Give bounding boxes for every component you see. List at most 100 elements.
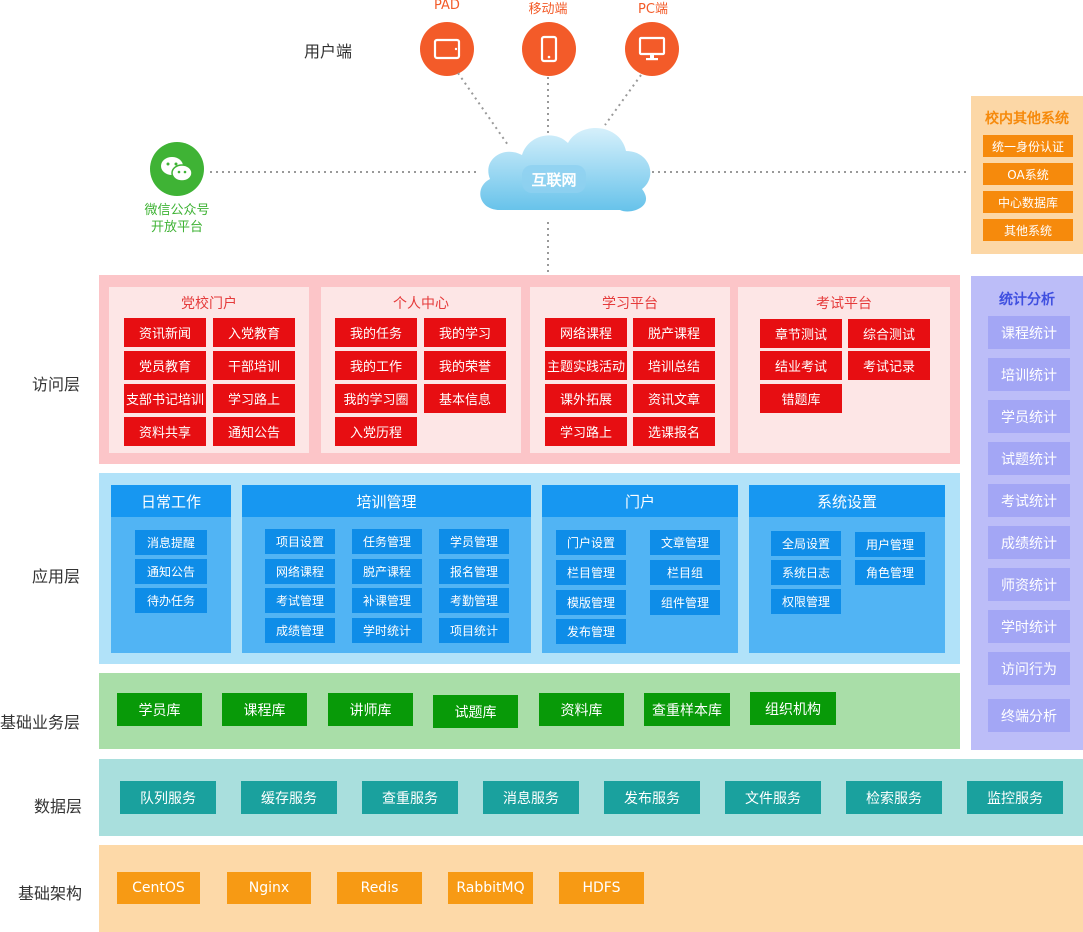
app-item[interactable]: 成绩管理 xyxy=(265,618,335,643)
data-service[interactable]: 缓存服务 xyxy=(241,781,337,814)
stats-item[interactable]: 成绩统计 xyxy=(988,526,1070,559)
access-item[interactable]: 脱产课程 xyxy=(633,318,715,347)
access-item[interactable]: 综合测试 xyxy=(848,319,930,348)
access-item[interactable]: 资料共享 xyxy=(124,417,206,446)
access-item[interactable]: 我的学习圈 xyxy=(335,384,417,413)
stats-item[interactable]: 考试统计 xyxy=(988,484,1070,517)
app-item[interactable]: 消息提醒 xyxy=(135,530,207,555)
school-system-item[interactable]: 统一身份认证 xyxy=(983,135,1073,157)
app-item[interactable]: 考勤管理 xyxy=(439,588,509,613)
infra-item[interactable]: Redis xyxy=(337,872,422,904)
app-item[interactable]: 任务管理 xyxy=(352,529,422,554)
infra-item[interactable]: Nginx xyxy=(227,872,311,904)
access-item[interactable]: 我的任务 xyxy=(335,318,417,347)
access-item[interactable]: 通知公告 xyxy=(213,417,295,446)
access-item[interactable]: 党员教育 xyxy=(124,351,206,380)
business-item[interactable]: 讲师库 xyxy=(328,693,413,726)
infra-item[interactable]: HDFS xyxy=(559,872,644,904)
business-item[interactable]: 组织机构 xyxy=(750,692,836,725)
app-item[interactable]: 模版管理 xyxy=(556,590,626,615)
access-item[interactable]: 网络课程 xyxy=(545,318,627,347)
access-item[interactable]: 主题实践活动 xyxy=(545,351,627,380)
access-item[interactable]: 结业考试 xyxy=(760,351,842,380)
app-card-portal: 门户 门户设置 文章管理 栏目管理 栏目组 模版管理 组件管理 发布管理 xyxy=(542,485,738,653)
access-item[interactable]: 我的学习 xyxy=(424,318,506,347)
stats-item[interactable]: 试题统计 xyxy=(988,442,1070,475)
device-label-pad: PAD xyxy=(434,0,460,13)
school-system-item[interactable]: 其他系统 xyxy=(983,219,1073,241)
access-item[interactable]: 入党教育 xyxy=(213,318,295,347)
device-label-pc: PC端 xyxy=(638,2,668,17)
data-service[interactable]: 检索服务 xyxy=(846,781,942,814)
stats-item[interactable]: 学时统计 xyxy=(988,610,1070,643)
infra-item[interactable]: CentOS xyxy=(117,872,200,904)
infra-item[interactable]: RabbitMQ xyxy=(448,872,533,904)
access-item[interactable]: 考试记录 xyxy=(848,351,930,380)
stats-item[interactable]: 访问行为 xyxy=(988,652,1070,685)
app-item[interactable]: 脱产课程 xyxy=(352,559,422,584)
app-item[interactable]: 学员管理 xyxy=(439,529,509,554)
access-item[interactable]: 章节测试 xyxy=(760,319,842,348)
app-item[interactable]: 文章管理 xyxy=(650,530,720,555)
app-item[interactable]: 通知公告 xyxy=(135,559,207,584)
app-item[interactable]: 考试管理 xyxy=(265,588,335,613)
data-service[interactable]: 队列服务 xyxy=(120,781,216,814)
data-service[interactable]: 消息服务 xyxy=(483,781,579,814)
access-item[interactable]: 入党历程 xyxy=(335,417,417,446)
app-item[interactable]: 网络课程 xyxy=(265,559,335,584)
app-item[interactable]: 项目统计 xyxy=(439,618,509,643)
business-item[interactable]: 资料库 xyxy=(539,693,624,726)
app-item[interactable]: 报名管理 xyxy=(439,559,509,584)
stats-item[interactable]: 课程统计 xyxy=(988,316,1070,349)
school-system-item[interactable]: OA系统 xyxy=(983,163,1073,185)
access-item[interactable]: 学习路上 xyxy=(213,384,295,413)
wechat-icon xyxy=(161,157,193,182)
app-item[interactable]: 用户管理 xyxy=(855,532,925,557)
access-item[interactable]: 干部培训 xyxy=(213,351,295,380)
access-item[interactable]: 学习路上 xyxy=(545,417,627,446)
tablet-icon xyxy=(433,38,461,60)
access-item[interactable]: 选课报名 xyxy=(633,417,715,446)
app-item[interactable]: 系统日志 xyxy=(771,560,841,585)
app-item[interactable]: 栏目管理 xyxy=(556,560,626,585)
business-item[interactable]: 学员库 xyxy=(117,693,202,726)
access-item[interactable]: 支部书记培训 xyxy=(124,384,206,413)
wechat-caption: 微信公众号 开放平台 xyxy=(130,202,224,236)
business-item[interactable]: 试题库 xyxy=(433,695,518,728)
phone-icon xyxy=(540,35,558,63)
data-service[interactable]: 发布服务 xyxy=(604,781,700,814)
business-item[interactable]: 查重样本库 xyxy=(644,693,730,726)
data-service[interactable]: 文件服务 xyxy=(725,781,821,814)
access-item[interactable]: 我的工作 xyxy=(335,351,417,380)
app-item[interactable]: 门户设置 xyxy=(556,530,626,555)
stats-item[interactable]: 师资统计 xyxy=(988,568,1070,601)
stats-item[interactable]: 培训统计 xyxy=(988,358,1070,391)
app-item[interactable]: 角色管理 xyxy=(855,560,925,585)
app-item[interactable]: 栏目组 xyxy=(650,560,720,585)
app-layer: 日常工作 消息提醒 通知公告 待办任务 培训管理 项目设置 任务管理 学员管理 … xyxy=(99,473,960,664)
app-item[interactable]: 待办任务 xyxy=(135,588,207,613)
access-item[interactable]: 我的荣誉 xyxy=(424,351,506,380)
stats-item[interactable]: 学员统计 xyxy=(988,400,1070,433)
access-item[interactable]: 基本信息 xyxy=(424,384,506,413)
access-item[interactable]: 资讯文章 xyxy=(633,384,715,413)
data-service[interactable]: 查重服务 xyxy=(362,781,458,814)
app-item[interactable]: 发布管理 xyxy=(556,619,626,644)
access-item[interactable]: 错题库 xyxy=(760,384,842,413)
app-item[interactable]: 全局设置 xyxy=(771,531,841,556)
app-item[interactable]: 学时统计 xyxy=(352,618,422,643)
stats-item[interactable]: 终端分析 xyxy=(988,699,1070,732)
data-service[interactable]: 监控服务 xyxy=(967,781,1063,814)
access-item[interactable]: 培训总结 xyxy=(633,351,715,380)
access-item[interactable]: 资讯新闻 xyxy=(124,318,206,347)
app-item[interactable]: 权限管理 xyxy=(771,589,841,614)
wechat-line2: 开放平台 xyxy=(150,220,203,235)
access-layer: 党校门户 资讯新闻 入党教育 党员教育 干部培训 支部书记培训 学习路上 资料共… xyxy=(99,275,960,464)
access-card-personal-center: 个人中心 我的任务 我的学习 我的工作 我的荣誉 我的学习圈 基本信息 入党历程 xyxy=(321,287,521,453)
access-item[interactable]: 课外拓展 xyxy=(545,384,627,413)
app-item[interactable]: 组件管理 xyxy=(650,590,720,615)
business-item[interactable]: 课程库 xyxy=(222,693,307,726)
app-item[interactable]: 补课管理 xyxy=(352,588,422,613)
school-system-item[interactable]: 中心数据库 xyxy=(983,191,1073,213)
app-item[interactable]: 项目设置 xyxy=(265,529,335,554)
